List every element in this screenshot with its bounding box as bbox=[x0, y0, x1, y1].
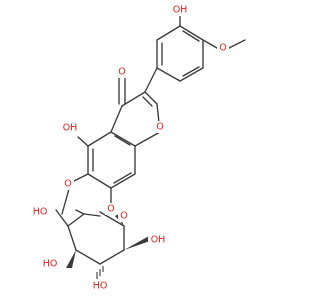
sugar-ring-oxygen: O bbox=[120, 211, 127, 222]
atom-labels: OH O O OH O O O O HO HO HO OH bbox=[30, 4, 229, 292]
chromone-ring-oxygen: O bbox=[156, 122, 163, 133]
methoxy-ring-b-oxygen: O bbox=[219, 43, 226, 54]
glycosidic-oxygen: O bbox=[107, 204, 114, 215]
chemical-structure: OH O O OH O O O O HO HO HO OH bbox=[30, 4, 246, 292]
stereo-bonds bbox=[66, 214, 150, 279]
hydroxyl-top-label: OH bbox=[173, 5, 188, 16]
ketone-oxygen: O bbox=[118, 67, 125, 78]
sugar-c2-hydroxyl-label: OH bbox=[151, 235, 166, 246]
c6-methoxy-oxygen: O bbox=[64, 179, 71, 190]
sugar-c4-hydroxyl-label: HO bbox=[43, 259, 58, 270]
bond-lines bbox=[55, 13, 246, 265]
c5-hydroxyl-label: OH bbox=[63, 123, 78, 134]
hydroxymethyl-label: HO bbox=[33, 207, 48, 218]
sugar-c3-hydroxyl-label: HO bbox=[93, 281, 108, 292]
